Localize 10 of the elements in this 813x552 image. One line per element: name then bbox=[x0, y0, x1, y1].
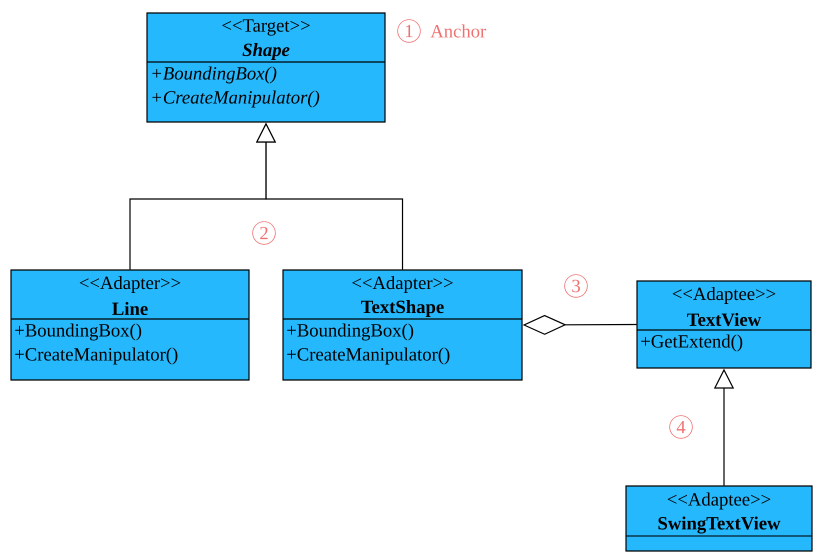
callout-number: 4 bbox=[669, 415, 693, 439]
note-text: Anchor bbox=[430, 24, 486, 38]
class-box: <<Adapter>> Line +BoundingBox() +CreateManipulator() bbox=[10, 269, 250, 381]
callout-number: 1 bbox=[397, 19, 421, 43]
class-box: <<Target>> Shape +BoundingBox() +CreateManipulator() bbox=[146, 12, 386, 123]
class-box: <<Adaptee>> TextView +GetExtend() bbox=[636, 280, 812, 369]
class-box: <<Adapter>> TextShape +BoundingBox() +CreateManipulator() bbox=[282, 269, 523, 381]
callout-number: 2 bbox=[252, 221, 276, 245]
class-box: <<Adaptee>> SwingTextView bbox=[625, 485, 813, 552]
callout-number: 3 bbox=[564, 274, 588, 298]
